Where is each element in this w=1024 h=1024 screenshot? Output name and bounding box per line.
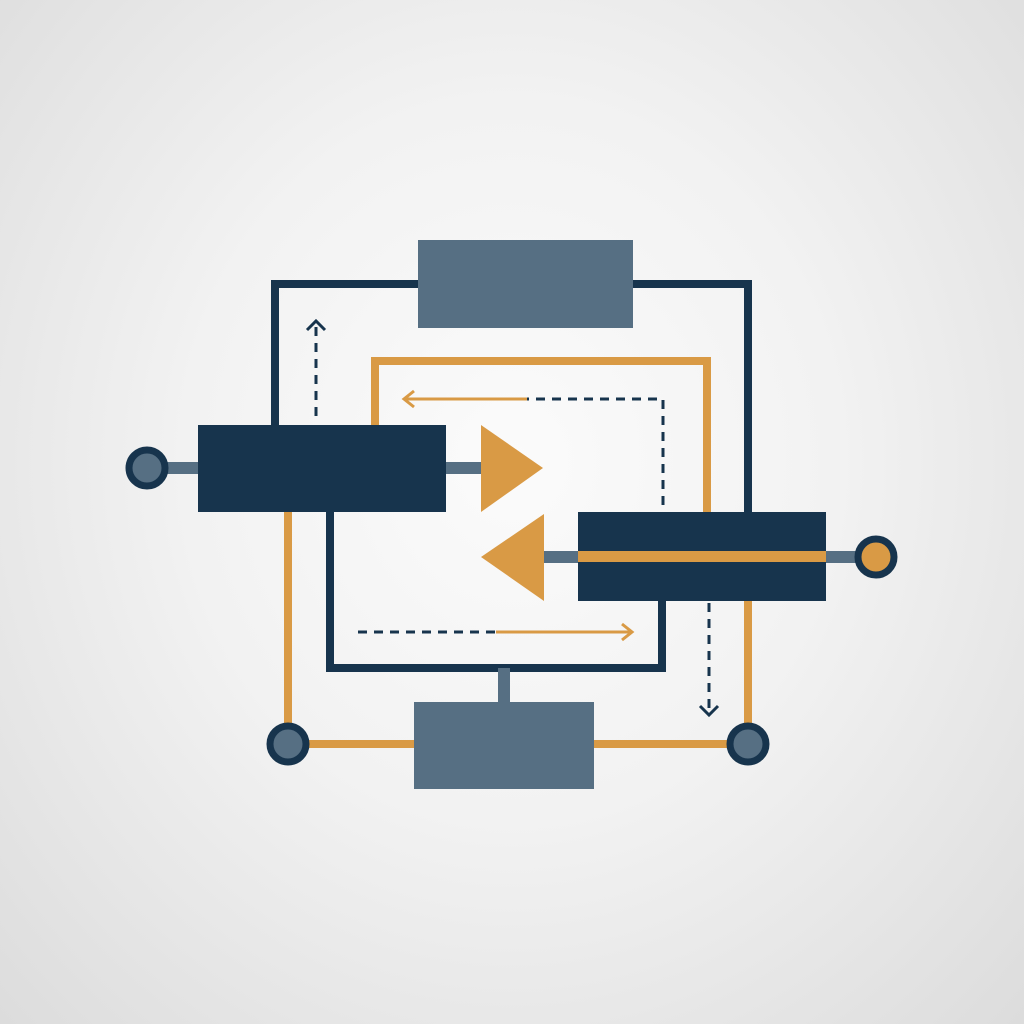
bottom-block [414, 702, 594, 789]
right-terminal [854, 535, 898, 579]
left-feedback-arrow [401, 389, 665, 505]
inner-amber-loop [371, 357, 711, 512]
arrow-up-icon [305, 318, 327, 332]
triangle-right-icon [481, 425, 543, 512]
left-block [198, 425, 446, 512]
up-dashed-arrow [305, 318, 327, 416]
right-feedforward-arrow [358, 622, 635, 642]
lower-navy-loop [326, 512, 666, 672]
arrow-right-icon [621, 622, 635, 642]
left-terminal [125, 446, 169, 490]
arrow-left-icon [401, 389, 415, 409]
outer-navy-loop [271, 280, 752, 512]
top-block [418, 240, 633, 328]
triangle-left-icon [481, 514, 544, 601]
arrow-down-icon [698, 704, 720, 718]
right-block-stripe [578, 551, 826, 562]
bottom-left-terminal [266, 722, 310, 766]
bottom-right-terminal [726, 722, 770, 766]
down-dashed-arrow [698, 603, 720, 718]
